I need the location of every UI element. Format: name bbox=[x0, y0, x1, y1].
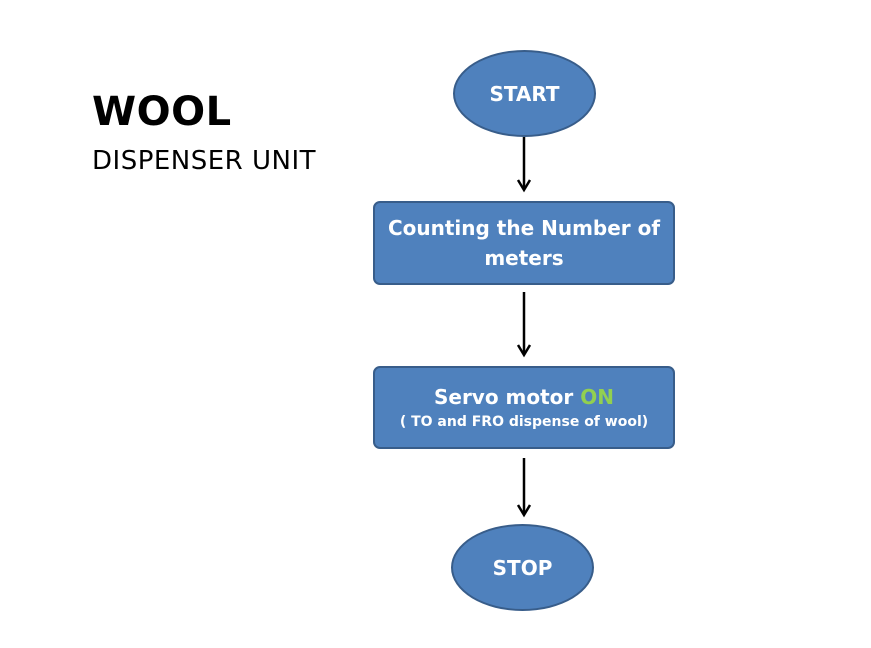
count-meters-node: Counting the Number of meters bbox=[373, 201, 675, 285]
servo-state-label: ON bbox=[580, 384, 615, 409]
arrowhead-start-to-count bbox=[516, 179, 532, 193]
arrowhead-count-to-servo bbox=[516, 344, 532, 358]
servo-main-line: Servo motor ON bbox=[434, 383, 614, 411]
start-label: START bbox=[489, 81, 560, 106]
arrowhead-servo-to-stop bbox=[516, 504, 532, 518]
stop-node: STOP bbox=[451, 524, 594, 611]
servo-detail-label: ( TO and FRO dispense of wool) bbox=[399, 413, 649, 430]
title-subtitle: DISPENSER UNIT bbox=[92, 146, 317, 176]
stop-label: STOP bbox=[492, 555, 553, 580]
servo-motor-node: Servo motor ON ( TO and FRO dispense of … bbox=[373, 366, 675, 449]
count-meters-label: Counting the Number of meters bbox=[387, 216, 661, 270]
title-main: WOOL bbox=[92, 89, 232, 135]
servo-label: Servo motor bbox=[433, 384, 574, 409]
start-node: START bbox=[453, 50, 596, 137]
